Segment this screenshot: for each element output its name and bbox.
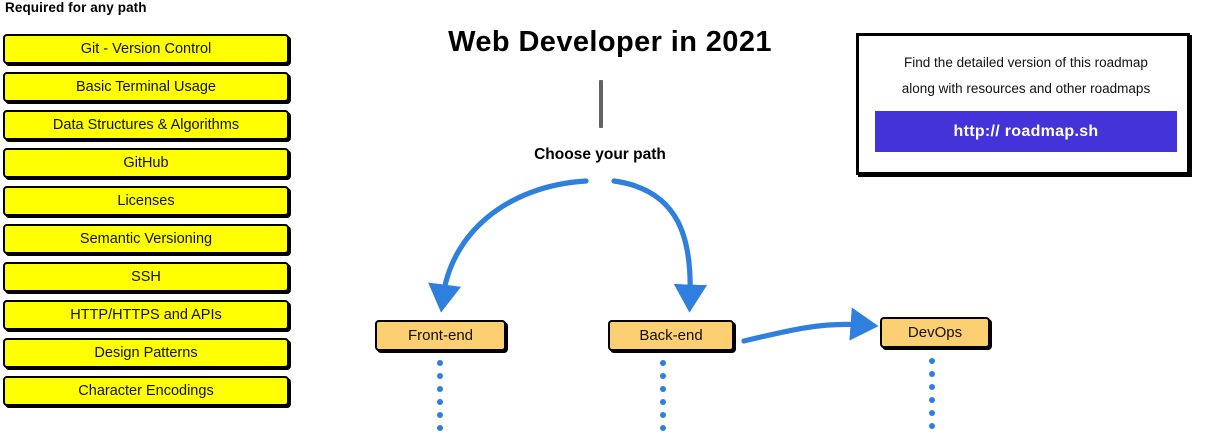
required-topic-label: SSH xyxy=(131,268,161,285)
required-topic-item[interactable]: SSH xyxy=(3,262,289,292)
required-topic-item[interactable]: GitHub xyxy=(3,148,289,178)
choose-your-path-label: Choose your path xyxy=(534,146,666,163)
required-topic-item[interactable]: HTTP/HTTPS and APIs xyxy=(3,300,289,330)
page-title: Web Developer in 2021 xyxy=(448,26,772,58)
arrow-to-back-end xyxy=(611,178,708,313)
roadmap-sh-link-button[interactable]: http:// roadmap.sh xyxy=(875,111,1177,152)
required-topic-item[interactable]: Data Structures & Algorithms xyxy=(3,110,289,140)
front-end-dotted-trail xyxy=(437,360,443,438)
required-topic-label: GitHub xyxy=(123,154,169,171)
path-node-label: Front-end xyxy=(407,327,474,344)
required-topic-label: Basic Terminal Usage xyxy=(76,78,216,95)
arrow-to-front-end xyxy=(428,178,589,313)
path-node-label: DevOps xyxy=(907,324,963,341)
back-end-dotted-trail xyxy=(660,360,666,438)
required-topic-label: Licenses xyxy=(117,192,175,209)
required-topic-item[interactable]: Git - Version Control xyxy=(3,34,289,64)
info-box-line-1: Find the detailed version of this roadma… xyxy=(904,55,1148,70)
required-topic-item[interactable]: Design Patterns xyxy=(3,338,289,368)
required-topic-label: Character Encodings xyxy=(78,382,214,399)
required-topic-item[interactable]: Basic Terminal Usage xyxy=(3,72,289,102)
required-topic-item[interactable]: Semantic Versioning xyxy=(3,224,289,254)
required-section-heading: Required for any path xyxy=(5,0,147,15)
required-topic-item[interactable]: Licenses xyxy=(3,186,289,216)
arrow-to-devops xyxy=(741,307,879,344)
path-node-back-end[interactable]: Back-end xyxy=(608,320,734,351)
required-topic-label: Design Patterns xyxy=(94,344,198,361)
path-node-front-end[interactable]: Front-end xyxy=(375,320,506,351)
info-box-line-2: along with resources and other roadmaps xyxy=(901,81,1151,96)
path-node-label: Back-end xyxy=(639,327,703,344)
required-topic-label: HTTP/HTTPS and APIs xyxy=(70,306,222,323)
roadmap-info-box: Find the detailed version of this roadma… xyxy=(856,33,1190,175)
required-for-any-path-panel: Required for any path Git - Version Cont… xyxy=(0,0,300,436)
required-topics-list: Git - Version Control Basic Terminal Usa… xyxy=(3,34,289,414)
required-topic-label: Data Structures & Algorithms xyxy=(52,116,240,133)
devops-dotted-trail xyxy=(929,358,935,436)
roadmap-sh-link-label: http:// roadmap.sh xyxy=(953,122,1099,140)
required-topic-label: Git - Version Control xyxy=(80,40,212,57)
required-topic-item[interactable]: Character Encodings xyxy=(3,376,289,406)
required-topic-label: Semantic Versioning xyxy=(79,230,213,247)
title-stem-connector xyxy=(599,80,603,128)
path-node-devops[interactable]: DevOps xyxy=(880,317,990,348)
